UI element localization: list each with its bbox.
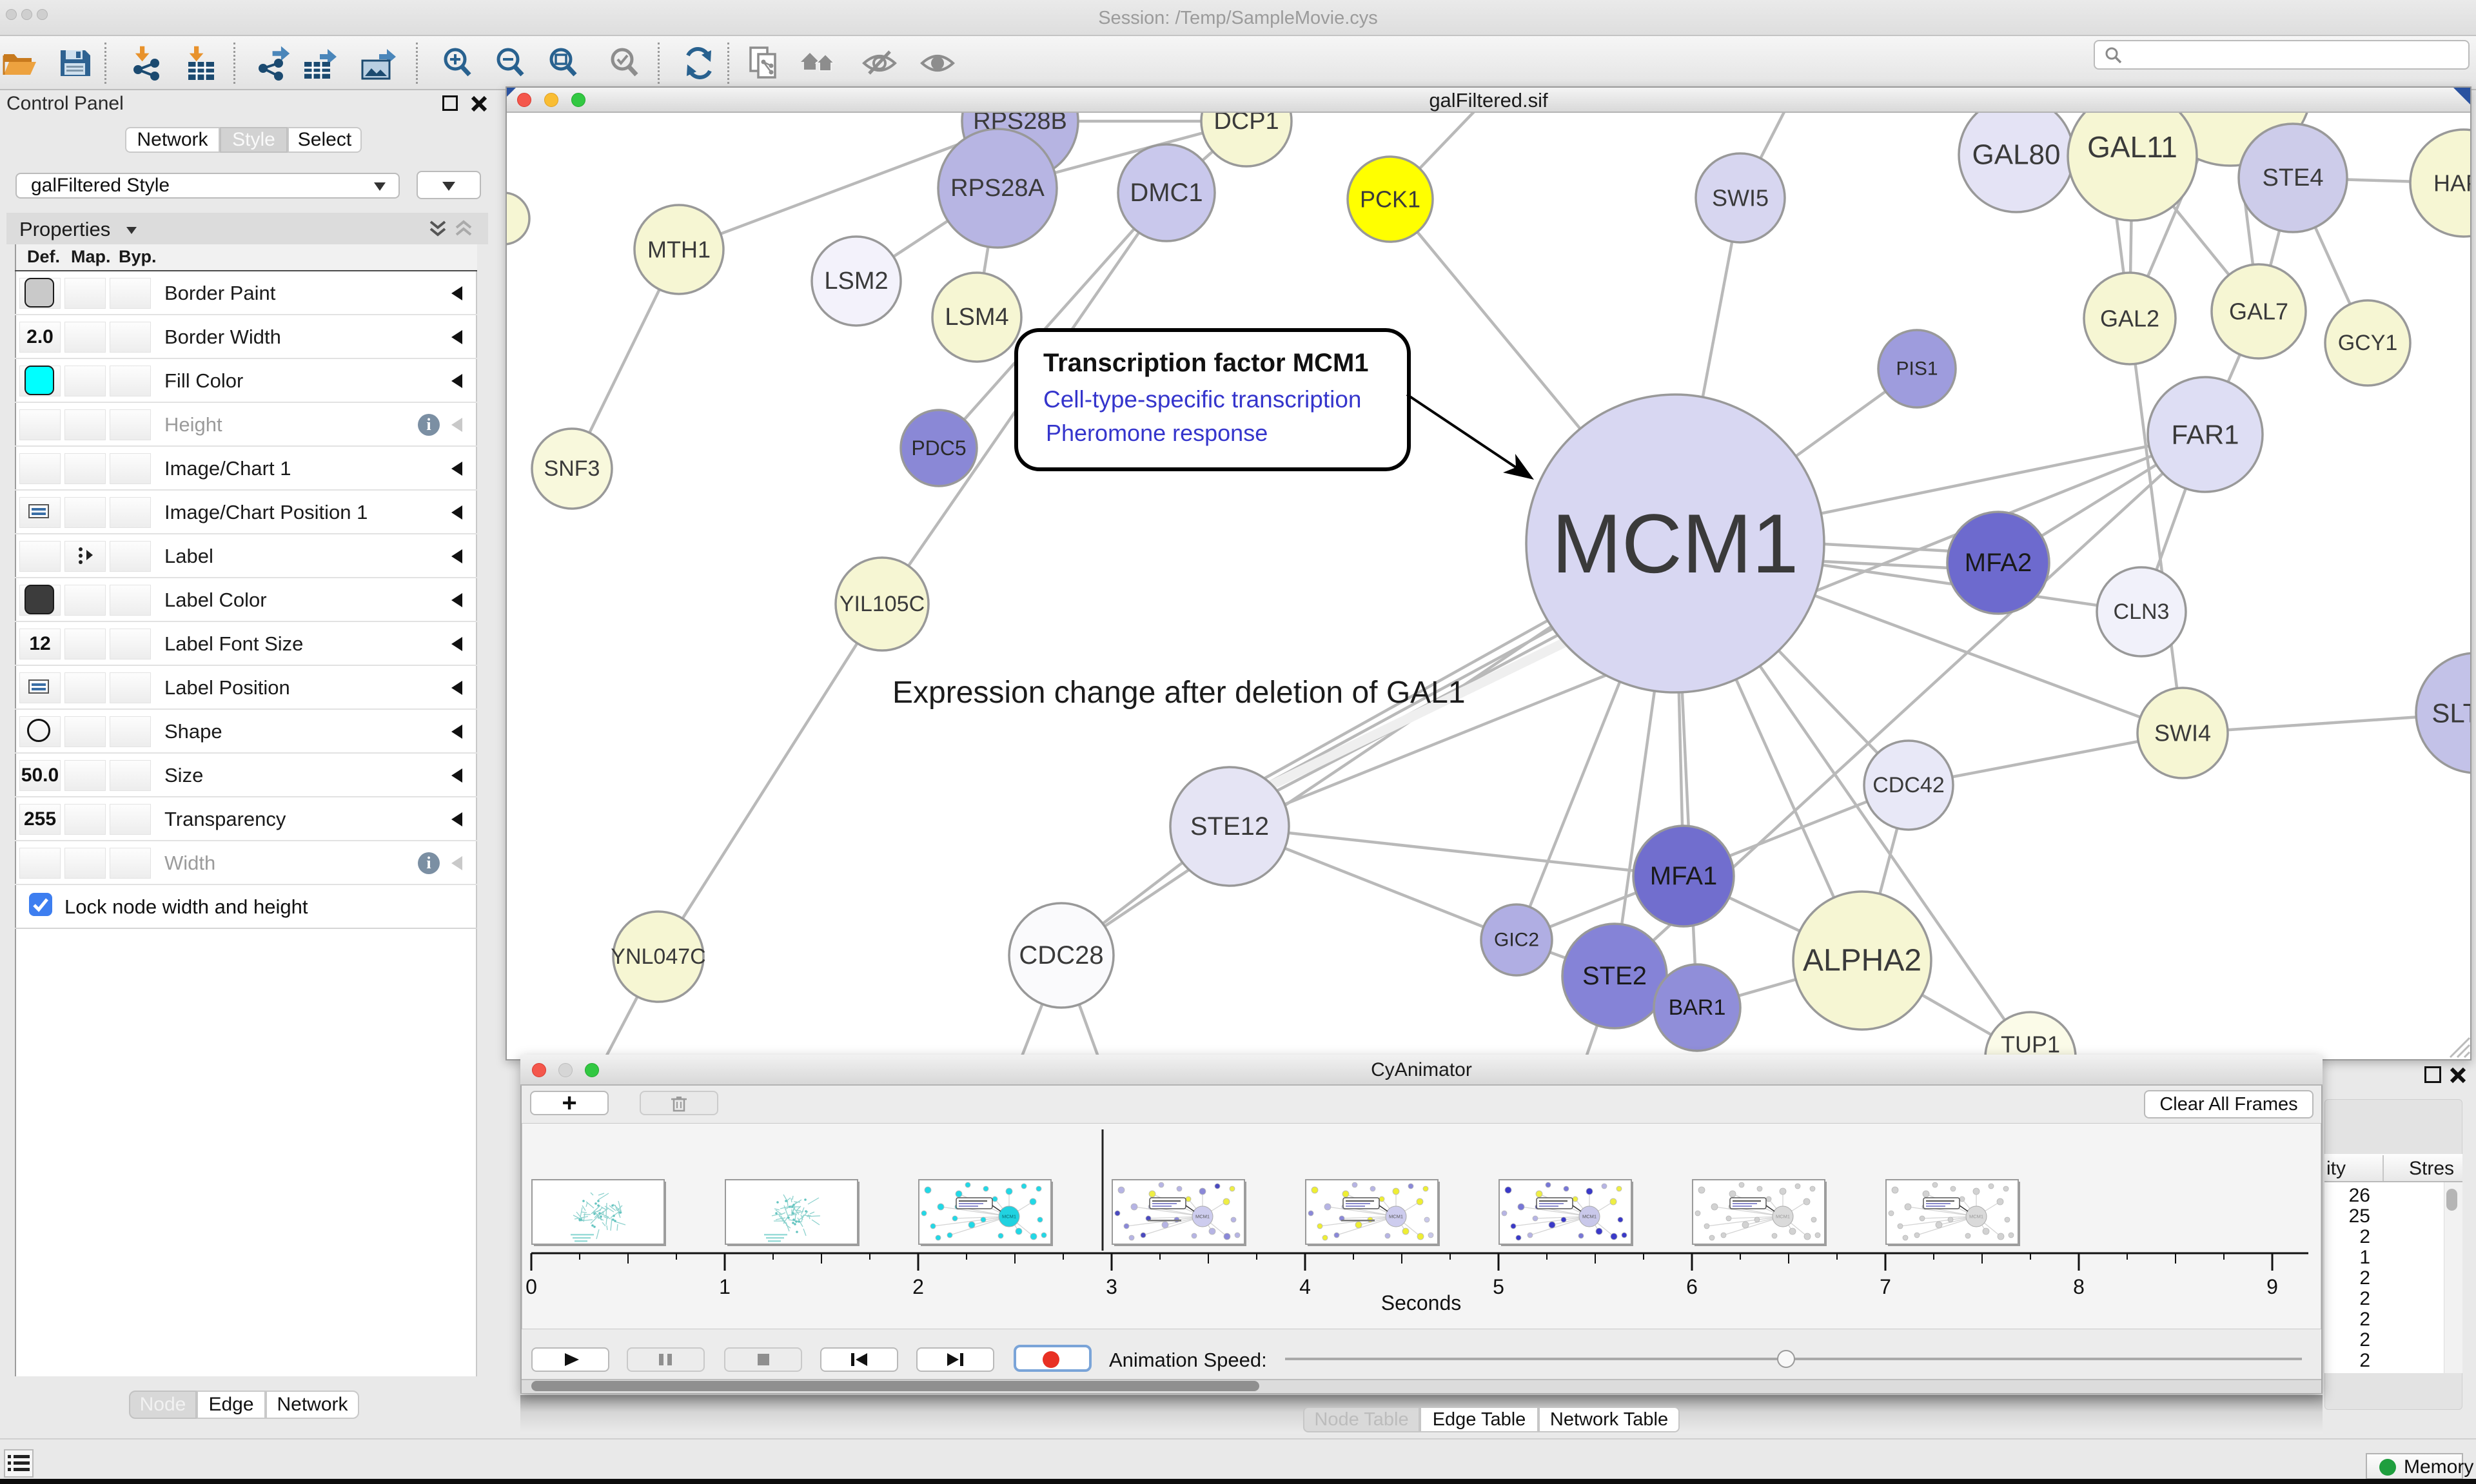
svg-text:STE2: STE2 bbox=[1582, 962, 1647, 990]
svg-text:0: 0 bbox=[526, 1275, 537, 1298]
svg-text:DMC1: DMC1 bbox=[1130, 179, 1203, 207]
svg-text:3: 3 bbox=[1106, 1275, 1117, 1298]
svg-text:CDC42: CDC42 bbox=[1872, 773, 1944, 797]
svg-text:MCM1: MCM1 bbox=[1776, 1214, 1790, 1220]
svg-text:MCM1: MCM1 bbox=[1389, 1214, 1403, 1220]
svg-text:MFA2: MFA2 bbox=[1965, 549, 2032, 577]
svg-text:BAR1: BAR1 bbox=[1669, 995, 1726, 1020]
svg-text:STE12: STE12 bbox=[1190, 812, 1269, 841]
svg-text:CDC28: CDC28 bbox=[1019, 941, 1103, 970]
svg-text:SLT2: SLT2 bbox=[2432, 698, 2470, 728]
svg-text:1: 1 bbox=[719, 1275, 731, 1298]
svg-text:FAR1: FAR1 bbox=[2171, 420, 2239, 450]
svg-text:GIC2: GIC2 bbox=[1494, 930, 1539, 951]
svg-text:MCM1: MCM1 bbox=[1582, 1214, 1597, 1220]
svg-text:7: 7 bbox=[1880, 1275, 1891, 1298]
svg-text:ALPHA2: ALPHA2 bbox=[1803, 944, 1921, 978]
svg-text:MTH1: MTH1 bbox=[647, 237, 711, 263]
svg-text:GCY1: GCY1 bbox=[2338, 331, 2398, 355]
svg-text:MCM1: MCM1 bbox=[1552, 496, 1799, 591]
svg-text:Transcription factor MCM1: Transcription factor MCM1 bbox=[1043, 349, 1369, 377]
svg-text:YNL047C: YNL047C bbox=[611, 944, 705, 969]
svg-text:RPS28B: RPS28B bbox=[973, 113, 1067, 135]
svg-text:GAL80: GAL80 bbox=[1972, 139, 2061, 171]
svg-text:DCP1: DCP1 bbox=[1213, 113, 1279, 135]
svg-text:PDC5: PDC5 bbox=[911, 436, 966, 460]
svg-text:LSM2: LSM2 bbox=[824, 268, 888, 295]
svg-text:MCM1: MCM1 bbox=[1002, 1214, 1016, 1220]
svg-text:MFA1: MFA1 bbox=[1650, 862, 1717, 890]
svg-text:8: 8 bbox=[2073, 1275, 2085, 1298]
svg-text:GAL11: GAL11 bbox=[2087, 130, 2177, 164]
svg-text:2: 2 bbox=[912, 1275, 924, 1298]
svg-text:Seconds: Seconds bbox=[1381, 1291, 1462, 1314]
svg-text:MCM1: MCM1 bbox=[1969, 1214, 1983, 1220]
svg-text:HAP2: HAP2 bbox=[2433, 170, 2470, 197]
svg-text:STE4: STE4 bbox=[2262, 164, 2323, 191]
svg-text:SWI5: SWI5 bbox=[1712, 185, 1769, 211]
svg-text:Pheromone response: Pheromone response bbox=[1046, 420, 1268, 446]
svg-text:Expression change after deleti: Expression change after deletion of GAL1 bbox=[892, 676, 1466, 710]
svg-text:4: 4 bbox=[1299, 1275, 1311, 1298]
svg-text:MCM1: MCM1 bbox=[1195, 1214, 1210, 1220]
svg-text:YIL105C: YIL105C bbox=[840, 592, 925, 616]
svg-text:PIS1: PIS1 bbox=[1896, 358, 1938, 380]
svg-text:GAL7: GAL7 bbox=[2229, 298, 2288, 325]
svg-text:PCK1: PCK1 bbox=[1360, 186, 1420, 213]
svg-text:RPS28A: RPS28A bbox=[950, 175, 1045, 202]
svg-text:GAL2: GAL2 bbox=[2100, 306, 2159, 332]
svg-text:SWI4: SWI4 bbox=[2154, 720, 2211, 747]
svg-text:SNF3: SNF3 bbox=[544, 456, 600, 481]
svg-text:6: 6 bbox=[1686, 1275, 1698, 1298]
svg-text:5: 5 bbox=[1493, 1275, 1504, 1298]
svg-text:LSM4: LSM4 bbox=[945, 304, 1008, 331]
svg-text:TUP1: TUP1 bbox=[2001, 1031, 2060, 1058]
svg-text:Cell-type-specific transcripti: Cell-type-specific transcription bbox=[1043, 386, 1362, 413]
svg-text:CLN3: CLN3 bbox=[2114, 600, 2170, 624]
svg-text:9: 9 bbox=[2266, 1275, 2278, 1298]
